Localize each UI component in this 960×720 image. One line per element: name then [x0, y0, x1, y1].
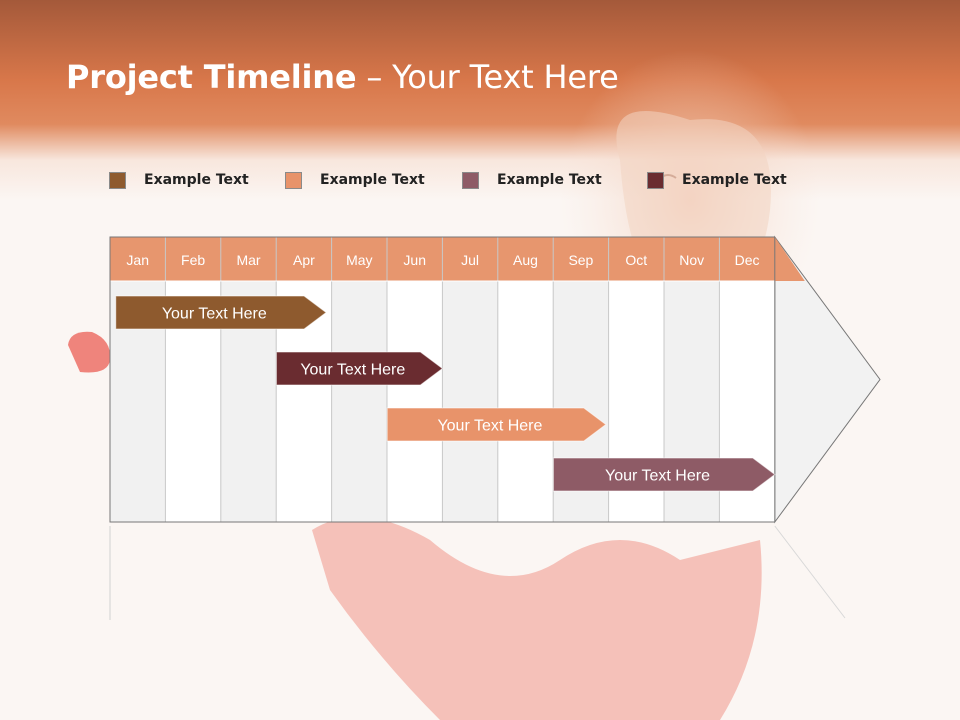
- month-label: Apr: [293, 252, 315, 268]
- month-header-cell: [165, 237, 221, 281]
- task-label: Your Text Here: [605, 468, 710, 485]
- legend-label-3: Example Text: [497, 172, 602, 188]
- month-label: Oct: [625, 252, 647, 268]
- task-bar: [275, 351, 444, 386]
- legend-label-1: Example Text: [144, 172, 249, 188]
- month-label: Nov: [679, 252, 704, 268]
- month-header-cell: [110, 237, 166, 281]
- month-header-cell: [719, 237, 775, 281]
- timeline-frame: [109, 236, 775, 523]
- page-title: Project Timeline – Your Text Here: [66, 58, 619, 96]
- arrow-header-wedge: [774, 237, 805, 281]
- legend-swatch-3: [462, 171, 479, 189]
- legend-label-4: Example Text: [682, 172, 787, 188]
- month-label: Feb: [181, 252, 205, 268]
- month-header-cell: [497, 237, 554, 281]
- legend-item-2: Example Text: [285, 170, 425, 190]
- month-column: [331, 281, 387, 522]
- month-label: Jul: [461, 252, 479, 268]
- month-label: Jan: [126, 252, 149, 268]
- task-bar: [386, 407, 607, 442]
- task-bar: [115, 295, 327, 330]
- legend-label-2: Example Text: [320, 172, 425, 188]
- legend-item-4: Example Text: [647, 170, 787, 190]
- month-header-cell: [276, 237, 332, 281]
- month-label: Sep: [568, 252, 593, 268]
- legend-swatch-4: [647, 171, 664, 189]
- month-column: [442, 281, 498, 522]
- month-header-cell: [664, 237, 720, 281]
- legend-swatch-1: [109, 171, 126, 189]
- month-label: May: [346, 252, 372, 268]
- month-header-cell: [553, 237, 609, 281]
- task-label: Your Text Here: [162, 306, 267, 323]
- title-bold: Project Timeline: [66, 58, 357, 96]
- month-label: Jun: [403, 252, 426, 268]
- month-header-cell: [387, 237, 443, 281]
- task-bar: [552, 457, 776, 492]
- legend-swatch-2: [285, 171, 302, 189]
- month-column: [387, 281, 443, 522]
- month-label: Dec: [735, 252, 760, 268]
- month-column: [497, 281, 554, 522]
- task-label: Your Text Here: [437, 418, 542, 435]
- month-header-cell: [331, 237, 387, 281]
- reflection-arrow-edge: [774, 525, 846, 619]
- task-label: Your Text Here: [300, 362, 405, 379]
- month-header-cell: [220, 237, 277, 281]
- month-label: Aug: [513, 252, 538, 268]
- title-rest: – Your Text Here: [356, 58, 619, 96]
- month-header-cell: [442, 237, 498, 281]
- month-label: Mar: [236, 252, 260, 268]
- legend-item-3: Example Text: [462, 170, 602, 190]
- legend-item-1: Example Text: [109, 170, 249, 190]
- month-header-cell: [608, 237, 664, 281]
